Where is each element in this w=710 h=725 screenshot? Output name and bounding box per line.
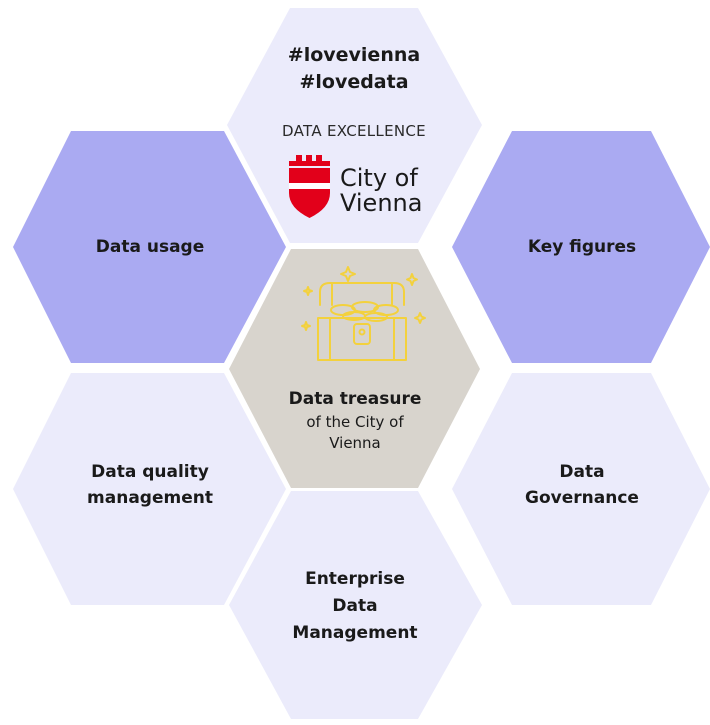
key-figures-label: Key figures [527, 237, 637, 257]
data-quality-label-2: management [87, 488, 213, 508]
data-usage-label: Data usage [95, 237, 205, 257]
edm-label-2: Data [332, 596, 378, 616]
data-excellence-caption: DATA EXCELLENCE [282, 122, 426, 140]
city-of-vienna-logo-text-2: Vienna [340, 189, 423, 217]
data-treasure-subtitle-1: of the City of [306, 413, 404, 431]
edm-label-3: Management [292, 623, 418, 643]
data-governance-label-2: Governance [525, 488, 639, 508]
hex-enterprise-data-management [229, 491, 482, 719]
hex-data-usage [13, 131, 286, 363]
hex-data-governance [452, 373, 710, 605]
edm-label-1: Enterprise [305, 569, 405, 589]
city-of-vienna-logo-text-1: City of [340, 164, 418, 192]
vienna-coat-of-arms-icon [289, 155, 330, 218]
hashtag-lovevienna: #lovevienna [287, 44, 421, 66]
hex-data-treasure [229, 249, 480, 488]
data-treasure-title: Data treasure [288, 389, 422, 409]
hex-data-quality [13, 373, 286, 605]
data-quality-label-1: Data quality [91, 462, 209, 482]
hashtag-lovedata: #lovedata [299, 71, 409, 93]
treasure-chest-icon [301, 266, 426, 361]
data-governance-label-1: Data [559, 462, 605, 482]
data-treasure-subtitle-2: Vienna [329, 434, 381, 452]
hex-key-figures [452, 131, 710, 363]
